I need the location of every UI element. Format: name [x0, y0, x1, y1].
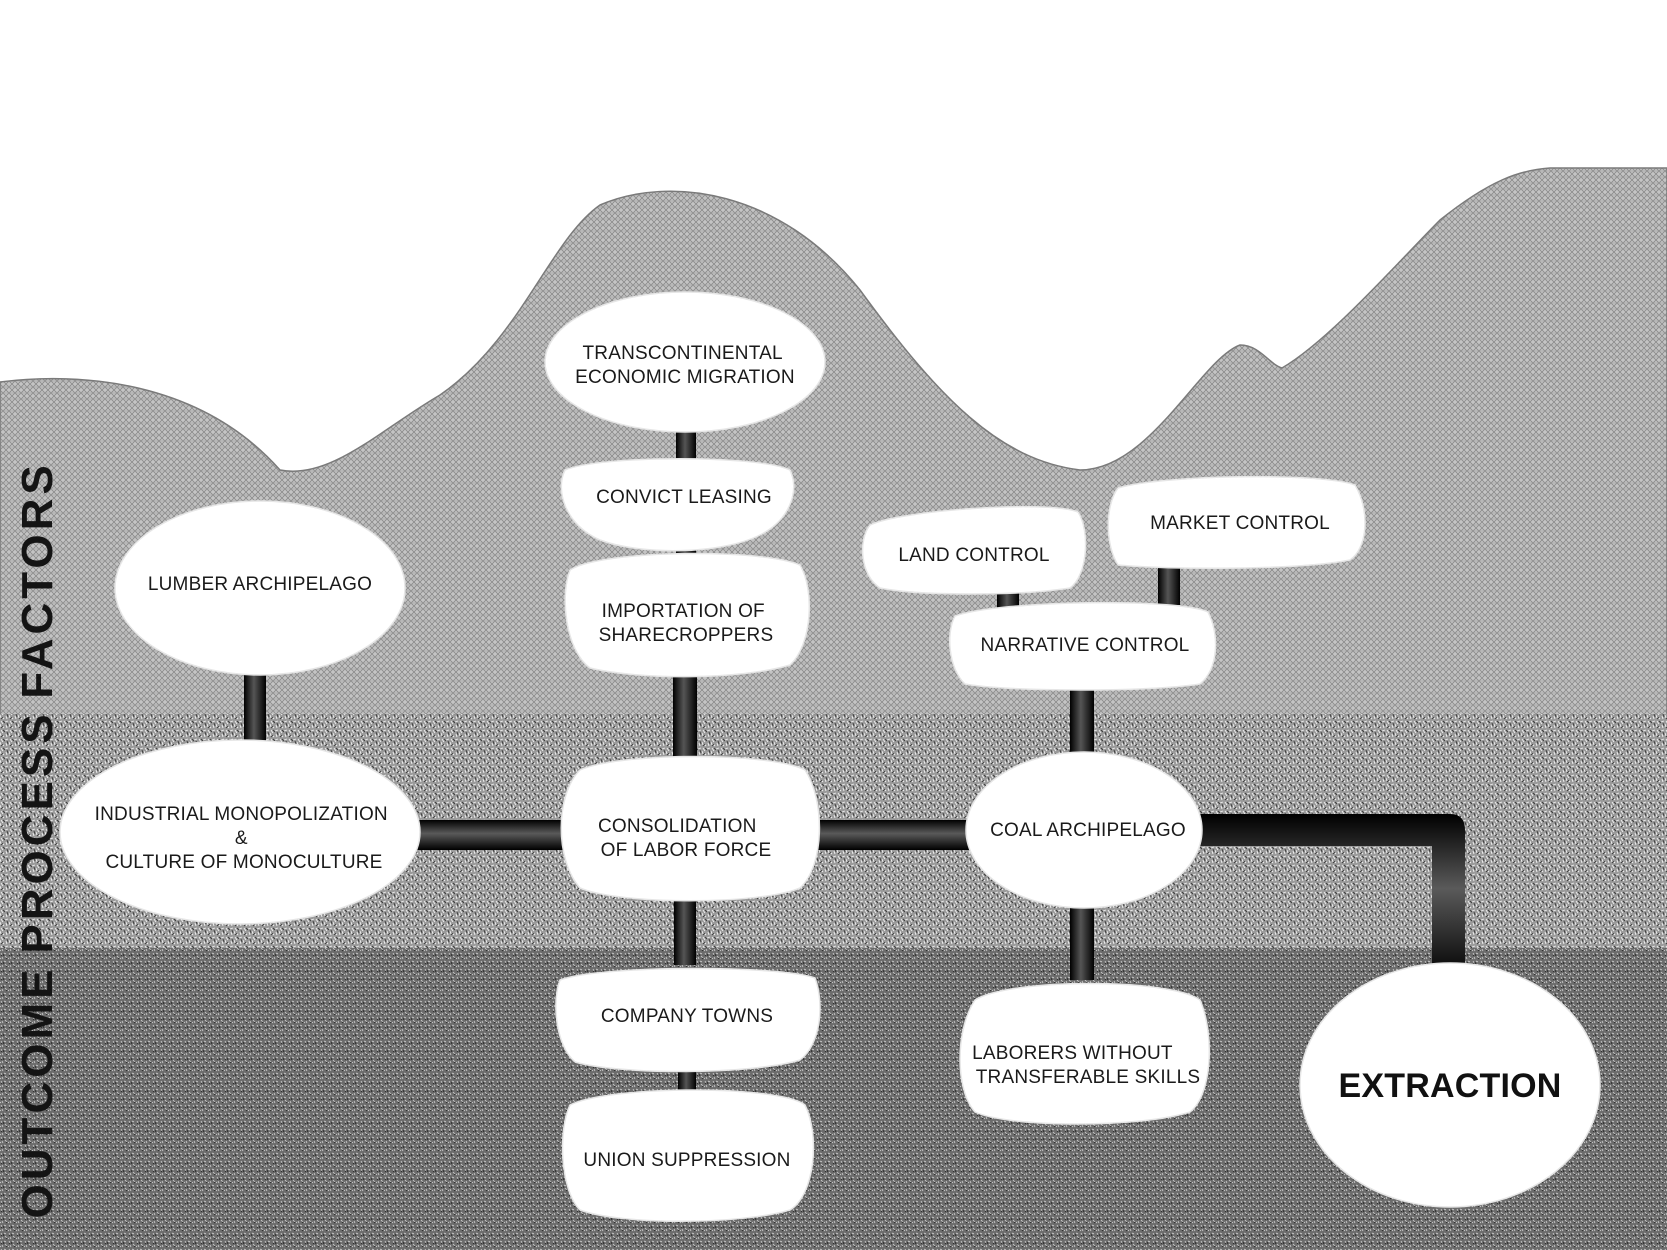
node-coal-line-1: COAL ARCHIPELAGO — [990, 820, 1186, 841]
connector-coal-laborers — [1070, 900, 1094, 980]
node-transcontinental-label: TRANSCONTINENTAL ECONOMIC MIGRATION — [575, 343, 795, 388]
node-land-control: LAND CONTROL — [861, 505, 1087, 595]
node-land-control-line-1: LAND CONTROL — [898, 545, 1049, 566]
node-consolidation: CONSOLIDATION OF LABOR FORCE — [560, 755, 821, 902]
node-importation-line-2: SHARECROPPERS — [599, 625, 774, 646]
node-narrative-control: NARRATIVE CONTROL — [949, 601, 1217, 691]
connector-importation-consolidation — [673, 660, 697, 765]
node-transcontinental: TRANSCONTINENTAL ECONOMIC MIGRATION — [544, 291, 826, 433]
node-union-label: UNION SUPPRESSION — [583, 1150, 790, 1171]
factors-band — [0, 167, 1667, 719]
node-industrial: INDUSTRIAL MONOPOLIZATION & CULTURE OF M… — [59, 739, 421, 925]
node-land-control-label: LAND CONTROL — [898, 545, 1049, 566]
node-convict-leasing-label: CONVICT LEASING — [596, 487, 772, 508]
node-company-towns-line-1: COMPANY TOWNS — [601, 1006, 773, 1027]
node-convict-leasing: CONVICT LEASING — [560, 458, 795, 552]
node-laborers: LABORERS WITHOUT TRANSFERABLE SKILLS — [959, 982, 1211, 1125]
node-transcontinental-line-2: ECONOMIC MIGRATION — [575, 367, 795, 388]
node-industrial-shape — [59, 739, 421, 925]
node-laborers-shape — [959, 982, 1211, 1125]
node-consolidation-shape — [560, 755, 821, 902]
node-convict-leasing-shape — [560, 458, 795, 552]
node-lumber-label: LUMBER ARCHIPELAGO — [148, 574, 372, 595]
node-industrial-line-2: & — [235, 828, 248, 849]
band-label-factors: FACTORS — [13, 461, 62, 698]
node-transcontinental-shape — [544, 291, 826, 433]
node-transcontinental-line-1: TRANSCONTINENTAL — [582, 343, 782, 364]
node-company-towns: COMPANY TOWNS — [555, 967, 821, 1073]
node-importation-line-1: IMPORTATION OF — [602, 601, 765, 622]
connector-consolidation-coal — [800, 820, 975, 850]
node-market-control-label: MARKET CONTROL — [1150, 513, 1330, 534]
connector-consolidation-company — [674, 890, 696, 965]
node-extraction: EXTRACTION — [1299, 962, 1601, 1208]
node-industrial-line-3: CULTURE OF MONOCULTURE — [105, 852, 382, 873]
node-importation: IMPORTATION OF SHARECROPPERS — [564, 552, 810, 678]
node-union-shape — [561, 1089, 815, 1222]
node-company-towns-label: COMPANY TOWNS — [601, 1006, 773, 1027]
node-lumber-shape — [114, 500, 406, 676]
node-convict-leasing-line-1: CONVICT LEASING — [596, 487, 772, 508]
node-extraction-label: EXTRACTION — [1339, 1067, 1562, 1105]
node-market-control-line-1: MARKET CONTROL — [1150, 513, 1330, 534]
band-label-process: PROCESS — [13, 710, 62, 953]
node-narrative-control-label: NARRATIVE CONTROL — [981, 635, 1190, 656]
node-consolidation-label: CONSOLIDATION OF LABOR FORCE — [598, 816, 771, 861]
connector-industrial-consolidation — [415, 820, 565, 850]
node-importation-label: IMPORTATION OF SHARECROPPERS — [599, 601, 774, 646]
node-laborers-line-2: TRANSFERABLE SKILLS — [976, 1067, 1201, 1088]
node-company-towns-shape — [555, 967, 821, 1073]
node-extraction-shape — [1299, 962, 1601, 1208]
node-lumber-line-1: LUMBER ARCHIPELAGO — [148, 574, 372, 595]
node-importation-shape — [564, 552, 810, 678]
factors-band-shape — [0, 167, 1667, 719]
node-industrial-line-1: INDUSTRIAL MONOPOLIZATION — [95, 804, 388, 825]
connector-narrative-coal — [1070, 680, 1094, 760]
node-land-control-shape — [861, 505, 1087, 595]
node-narrative-control-shape — [949, 601, 1217, 691]
node-market-control: MARKET CONTROL — [1107, 475, 1366, 570]
node-narrative-control-line-1: NARRATIVE CONTROL — [981, 635, 1190, 656]
band-label-outcome: OUTCOME — [13, 966, 62, 1219]
node-consolidation-line-2: OF LABOR FORCE — [601, 840, 772, 861]
node-lumber: LUMBER ARCHIPELAGO — [114, 500, 406, 676]
connector-lumber-industrial — [244, 672, 266, 752]
node-market-control-shape — [1107, 475, 1366, 570]
node-union: UNION SUPPRESSION — [561, 1089, 815, 1222]
node-coal-label: COAL ARCHIPELAGO — [990, 820, 1186, 841]
node-laborers-label: LABORERS WITHOUT TRANSFERABLE SKILLS — [972, 1043, 1200, 1088]
node-union-line-1: UNION SUPPRESSION — [583, 1150, 790, 1171]
node-extraction-line-1: EXTRACTION — [1339, 1067, 1562, 1105]
node-consolidation-line-1: CONSOLIDATION — [598, 816, 757, 837]
node-industrial-label: INDUSTRIAL MONOPOLIZATION & CULTURE OF M… — [95, 804, 394, 873]
node-laborers-line-1: LABORERS WITHOUT — [972, 1043, 1173, 1064]
node-coal: COAL ARCHIPELAGO — [965, 751, 1203, 909]
node-coal-shape — [965, 751, 1203, 909]
connector-market-narrative — [1158, 565, 1180, 605]
